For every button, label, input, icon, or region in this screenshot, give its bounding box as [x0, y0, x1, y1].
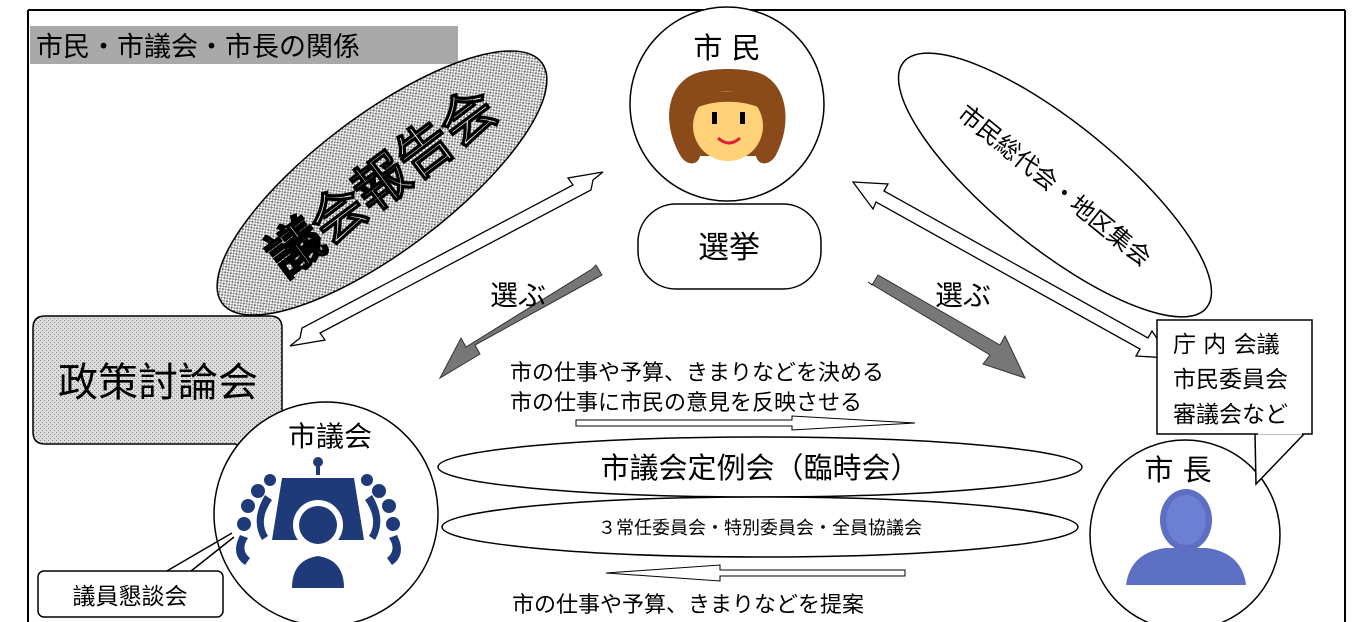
mayor-meetings-line-1: 庁 内 会議 — [1173, 332, 1280, 358]
mayor-label: 市 長 — [1144, 453, 1211, 487]
arrow-elect-mayor: 選ぶ — [867, 274, 1026, 379]
mayor-meetings-line-3: 審議会など — [1173, 402, 1288, 428]
mayor-meetings-line-2: 市民委員会 — [1173, 367, 1288, 393]
council-node: 市議会 — [213, 401, 439, 622]
title-background — [30, 26, 458, 64]
council-meeting-icon — [236, 457, 401, 588]
propose-block: 市の仕事や予算、きまりなどを提案 — [512, 564, 906, 618]
citizen-label: 市 民 — [693, 31, 760, 65]
policy-debate-callout: 政策討論会 — [32, 315, 308, 467]
decide-line-2: 市の仕事に市民の意見を反映させる — [510, 391, 862, 416]
elect-left-label: 選ぶ — [490, 279, 546, 312]
committees-label: ３常任委員会・特別委員会・全員協議会 — [598, 518, 922, 539]
arrow-citizen-council-bidirectional — [289, 171, 604, 347]
propose-label: 市の仕事や予算、きまりなどを提案 — [512, 593, 864, 618]
title-block: 市民・市議会・市長の関係 — [30, 26, 458, 64]
election-box: 選挙 — [637, 203, 822, 290]
mayor-node: 市 長 — [1089, 439, 1281, 622]
elect-right-label: 選ぶ — [935, 279, 991, 312]
committees-bubble: ３常任委員会・特別委員会・全員協議会 — [441, 496, 1079, 558]
decide-line-1: 市の仕事や予算、きまりなどを決める — [510, 361, 884, 386]
frame — [27, 9, 1346, 622]
council-label: 市議会 — [288, 420, 372, 453]
mayor-person-icon — [1126, 489, 1246, 585]
citizen-node: 市 民 — [629, 6, 825, 202]
decide-block: 市の仕事や予算、きまりなどを決める 市の仕事に市民の意見を反映させる — [510, 361, 916, 431]
session-bubble: 市議会定例会（臨時会） — [437, 436, 1083, 498]
member-meeting-label: 議員懇談会 — [73, 584, 188, 610]
diagram-title: 市民・市議会・市長の関係 — [36, 32, 360, 63]
policy-debate-label: 政策討論会 — [58, 360, 258, 406]
member-meeting-callout: 議員懇談会 — [37, 532, 235, 618]
session-label: 市議会定例会（臨時会） — [600, 451, 919, 485]
election-label: 選挙 — [698, 230, 760, 266]
citizen-face-icon — [669, 69, 786, 164]
mayor-meetings-callout: 庁 内 会議 市民委員会 審議会など — [1156, 319, 1313, 486]
arrow-elect-council: 選ぶ — [438, 264, 603, 380]
